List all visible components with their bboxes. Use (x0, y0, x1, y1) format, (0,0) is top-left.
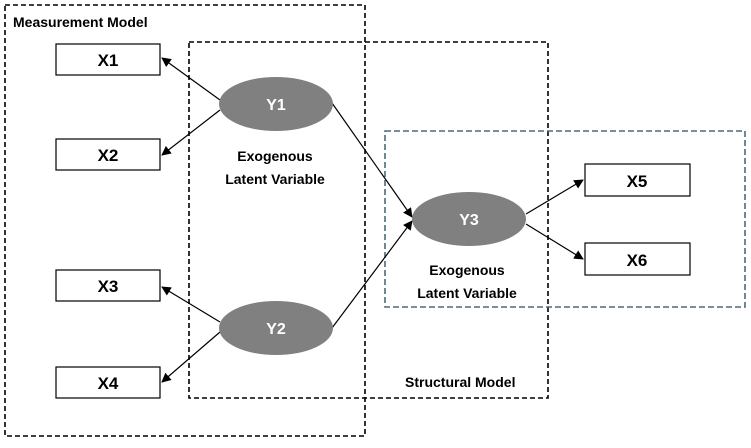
indicator-x2-label: X2 (98, 146, 119, 165)
latent-y3-label: Y3 (459, 212, 479, 229)
indicator-x1: X1 (55, 43, 161, 76)
arrow-y1-x1 (161, 57, 221, 101)
structural-model-region (188, 41, 549, 399)
indicator-x5: X5 (584, 163, 691, 197)
latent-y2: Y2 (219, 301, 333, 355)
latent-y1: Y1 (219, 77, 333, 131)
arrow-y3-x5 (525, 179, 584, 215)
y3-caption-line1: Exogenous (429, 262, 505, 278)
arrow-y3-x6 (525, 223, 584, 260)
y3-measurement-region (384, 130, 746, 308)
y3-caption-line2: Latent Variable (417, 285, 517, 301)
indicator-x5-label: X5 (627, 172, 648, 191)
latent-y3: Y3 (412, 192, 526, 246)
measurement-model-label: Measurement Model (13, 14, 148, 30)
arrow-y2-x3 (161, 286, 221, 323)
y1-caption-line1: Exogenous (237, 148, 313, 164)
indicator-x6-label: X6 (627, 251, 648, 270)
indicator-x4: X4 (55, 366, 161, 399)
indicator-x3: X3 (55, 269, 161, 302)
latent-y2-label: Y2 (266, 321, 286, 338)
y1-caption-line2: Latent Variable (225, 171, 325, 187)
indicator-x1-label: X1 (98, 51, 119, 70)
indicator-x3-label: X3 (98, 277, 119, 296)
indicator-x4-label: X4 (98, 374, 119, 393)
arrow-y1-x2 (161, 109, 221, 156)
indicator-x6: X6 (584, 242, 691, 276)
structural-model-label: Structural Model (405, 374, 515, 390)
arrow-y2-y3 (331, 220, 413, 329)
indicator-x2: X2 (55, 138, 161, 171)
measurement-model-region (4, 4, 366, 437)
arrow-y1-y3 (331, 102, 413, 218)
latent-y1-label: Y1 (266, 97, 286, 114)
arrow-y2-x4 (161, 331, 221, 383)
